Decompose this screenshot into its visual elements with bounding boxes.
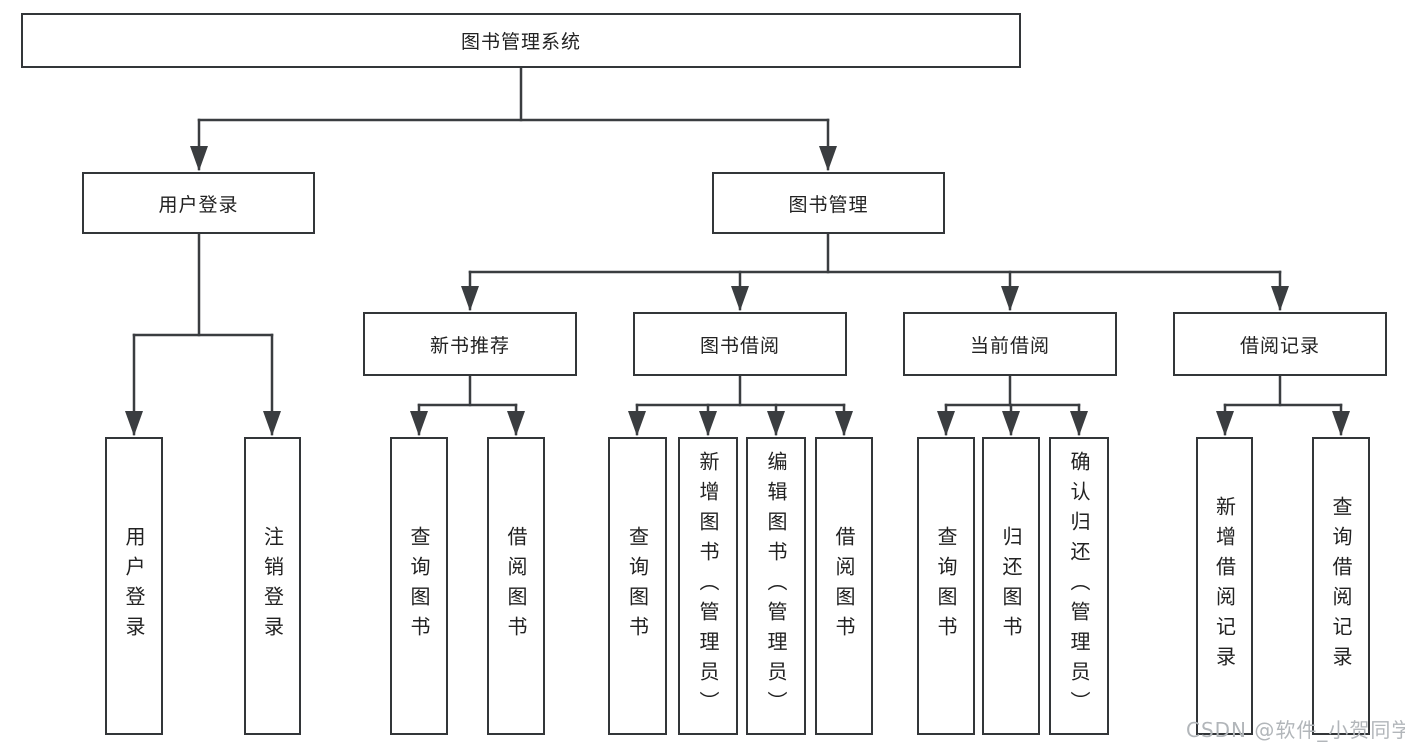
leaf-nbr-query-books: 查询图书 (390, 437, 448, 735)
node-label: 图书管理系统 (460, 31, 581, 53)
leaf-label: 借阅图书 (504, 526, 528, 646)
leaf-bb-query-books: 查询图书 (608, 437, 667, 735)
leaf-br-query-record: 查询借阅记录 (1312, 437, 1370, 735)
leaf-cb-query-books: 查询图书 (917, 437, 975, 735)
leaf-label: 查询图书 (934, 526, 958, 646)
leaf-label: 查询图书 (407, 526, 431, 646)
leaf-label: 新增图书（管理员） (696, 451, 720, 721)
leaf-label: 查询图书 (625, 526, 650, 646)
node-current-borrow: 当前借阅 (903, 312, 1117, 376)
node-label: 当前借阅 (969, 334, 1050, 357)
leaf-br-add-record: 新增借阅记录 (1196, 437, 1253, 735)
node-book-management: 图书管理 (712, 172, 945, 234)
node-label: 图书借阅 (699, 334, 780, 357)
leaf-label: 归还图书 (999, 526, 1023, 646)
leaf-nbr-borrow-books: 借阅图书 (487, 437, 545, 735)
leaf-bb-borrow-books: 借阅图书 (815, 437, 873, 735)
leaf-label: 编辑图书（管理员） (764, 451, 788, 721)
node-system-root: 图书管理系统 (21, 13, 1021, 68)
node-book-borrow: 图书借阅 (633, 312, 847, 376)
leaf-label: 新增借阅记录 (1212, 496, 1237, 676)
leaf-label: 借阅图书 (832, 526, 856, 646)
leaf-cb-return-books: 归还图书 (982, 437, 1040, 735)
node-label: 新书推荐 (429, 334, 510, 357)
leaf-label: 确认归还（管理员） (1067, 451, 1091, 721)
node-new-book-recommend: 新书推荐 (363, 312, 577, 376)
node-label: 借阅记录 (1239, 334, 1320, 357)
leaf-bb-add-books-admin: 新增图书（管理员） (678, 437, 738, 735)
leaf-cb-confirm-return-admin: 确认归还（管理员） (1049, 437, 1109, 735)
leaf-label: 注销登录 (260, 526, 285, 646)
node-borrow-records: 借阅记录 (1173, 312, 1387, 376)
csdn-watermark: CSDN @软件_小贺同学 (1186, 718, 1405, 742)
node-label: 用户登录 (158, 193, 239, 216)
leaf-label: 用户登录 (122, 526, 146, 646)
leaf-logout: 注销登录 (244, 437, 301, 735)
node-label: 图书管理 (788, 193, 869, 216)
leaf-label: 查询借阅记录 (1329, 496, 1353, 676)
leaf-user-login: 用户登录 (105, 437, 163, 735)
node-user-login: 用户登录 (82, 172, 315, 234)
leaf-bb-edit-books-admin: 编辑图书（管理员） (746, 437, 806, 735)
